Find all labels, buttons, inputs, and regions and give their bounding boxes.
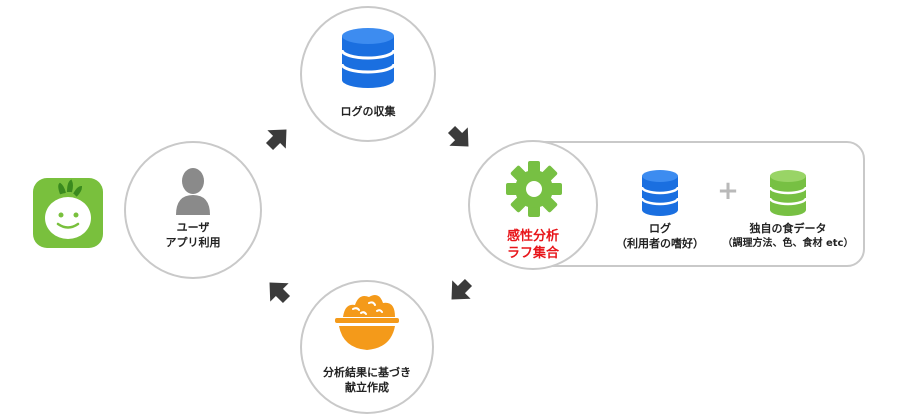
- analysis-label-line1: 感性分析: [506, 229, 559, 244]
- arrow-analysis-to-recipe: [440, 271, 480, 315]
- person-icon: [172, 167, 214, 221]
- turnip-app-icon: [33, 178, 103, 248]
- arrow-logs-to-analysis: [440, 118, 480, 162]
- recipe-label-line1: 分析結果に基づき: [323, 366, 411, 379]
- user-label-line1: ユーザ: [176, 221, 210, 234]
- collect-logs-label: ログの収集: [340, 105, 396, 118]
- own-data-label-line2: （調理方法、色、食材 etc）: [722, 238, 854, 249]
- rice-bowl-icon: [333, 291, 401, 359]
- user-label-line2: アプリ利用: [165, 236, 221, 249]
- database-icon: [340, 26, 396, 92]
- log-label-line1: ログ: [649, 222, 671, 235]
- arrow-recipe-to-user: [258, 271, 298, 315]
- gear-icon: [505, 160, 563, 222]
- log-label-line2: （利用者の嗜好）: [616, 237, 704, 250]
- arrow-user-to-logs: [258, 118, 298, 162]
- own-data-database-icon: [768, 168, 808, 222]
- own-data-label-line1: 独自の食データ: [749, 222, 827, 235]
- recipe-label-line2: 献立作成: [345, 381, 389, 394]
- plus-sign: +: [717, 176, 739, 206]
- analysis-label-line2: ラフ集合: [506, 246, 559, 261]
- log-database-icon: [640, 168, 680, 222]
